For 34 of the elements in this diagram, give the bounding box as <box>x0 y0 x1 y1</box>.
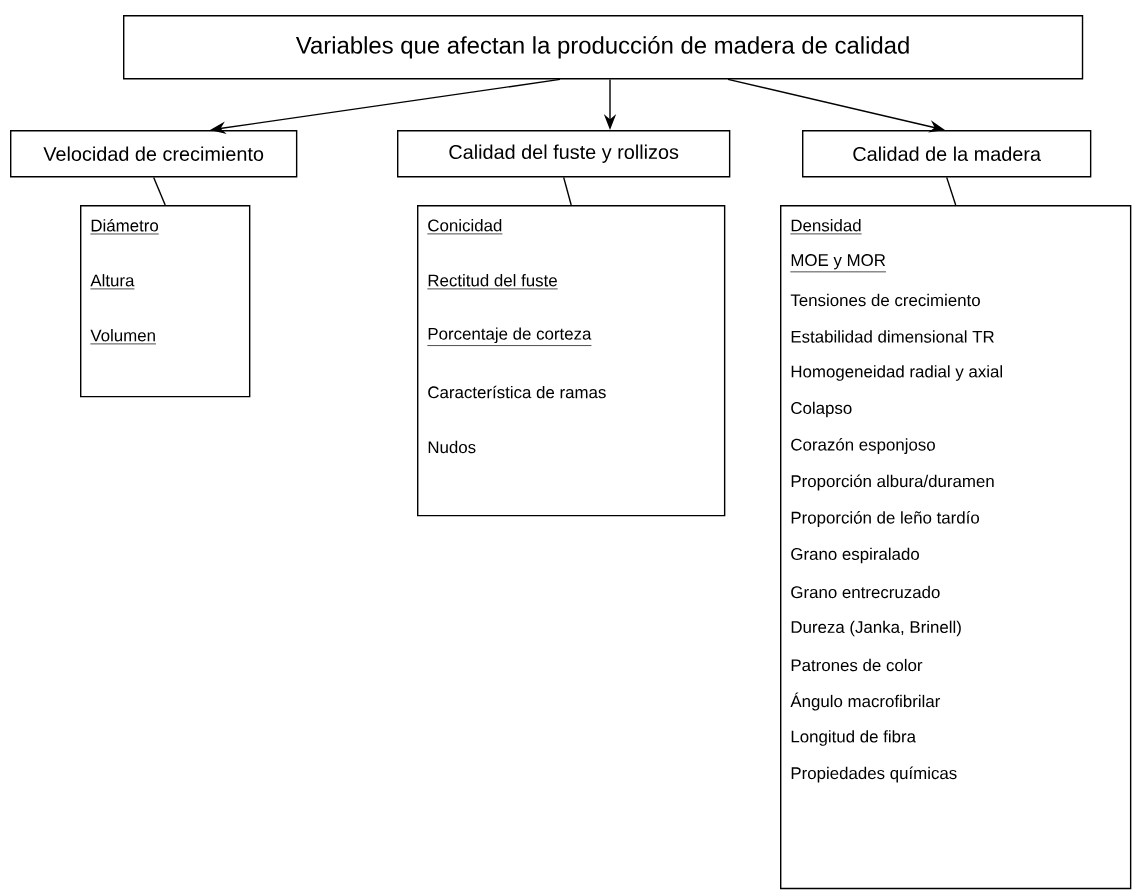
list-item: Diámetro <box>90 218 160 235</box>
list-item: Grano espiralado <box>791 547 919 564</box>
list-box <box>80 205 251 398</box>
list-item: Tensiones de crecimiento <box>790 293 980 307</box>
category-box: Calidad del fuste y rollizos <box>397 130 731 178</box>
list-box <box>417 205 726 517</box>
title-box: Variables que afectan la producción de madera de calidad <box>123 15 1084 80</box>
list-item: Volumen <box>90 329 157 345</box>
list-item: Proporción de leño tardío <box>791 511 980 527</box>
list-item: Altura <box>90 274 135 290</box>
category-box: Calidad de la madera <box>802 130 1092 178</box>
list-item: Porcentaje de corteza <box>427 327 592 346</box>
list-item: Patrones de color <box>791 658 923 672</box>
list-item: Dureza (Janka, Brinell) <box>791 620 961 637</box>
list-item: Característica de ramas <box>428 385 606 399</box>
list-item: Proporción albura/duramen <box>791 474 994 491</box>
connector-line <box>946 176 957 206</box>
list-item: Longitud de fibra <box>791 730 916 746</box>
list-item: Rectitud del fuste <box>427 274 559 290</box>
connector-line <box>152 176 166 206</box>
list-item: Corazón esponjoso <box>791 438 935 454</box>
list-item: Colapso <box>791 401 852 418</box>
list-item: Nudos <box>428 440 476 454</box>
list-item: Conicidad <box>427 219 503 235</box>
list-item: Estabilidad dimensional TR <box>791 330 994 343</box>
category-box: Velocidad de crecimiento <box>10 130 298 178</box>
list-item: Densidad <box>790 219 862 235</box>
connector-line <box>562 176 572 206</box>
list-item: Ángulo macrofibrilar <box>790 692 941 711</box>
list-item: Grano entrecruzado <box>791 585 940 599</box>
list-item: Homogeneidad radial y axial <box>791 365 1002 381</box>
list-box <box>780 205 1132 890</box>
list-item: MOE y MOR <box>790 254 887 273</box>
list-item: Propiedades químicas <box>791 766 957 783</box>
